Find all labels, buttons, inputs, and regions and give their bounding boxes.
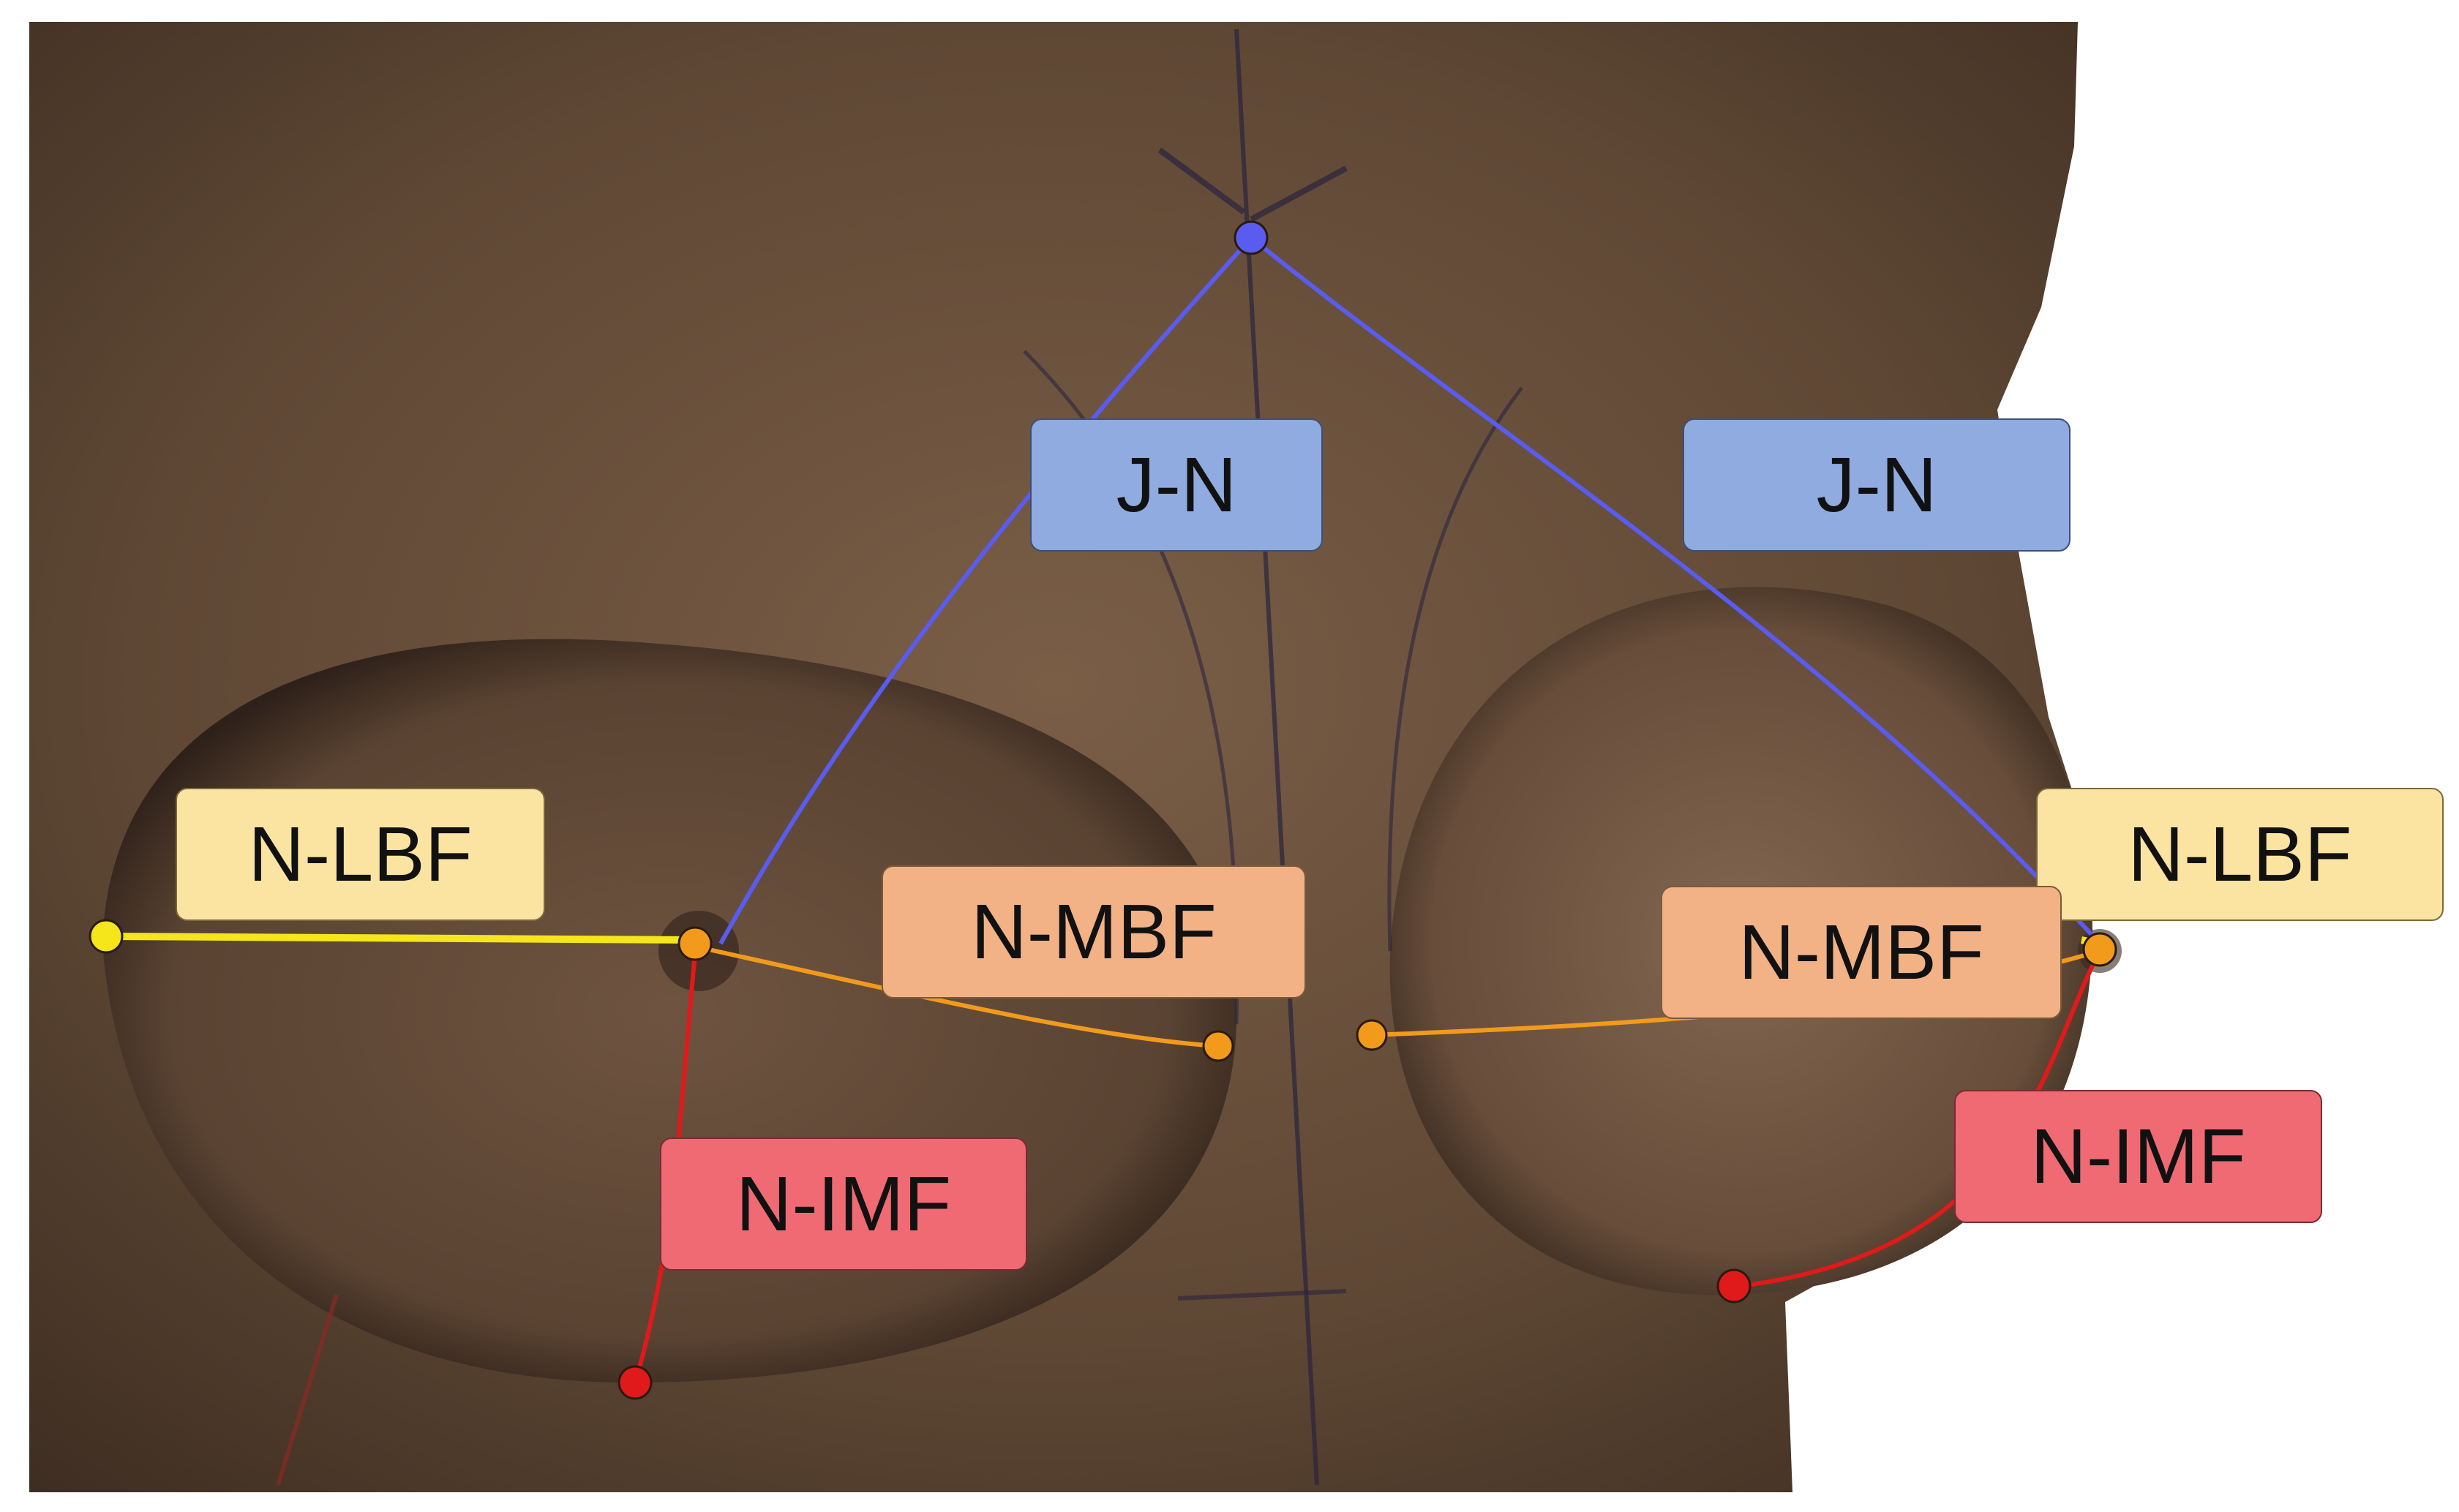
- lower-cross-marker: [1177, 1289, 1347, 1301]
- mbf-left-label: N-MBF: [882, 865, 1306, 998]
- lbf-right-label: N-LBF: [2036, 788, 2444, 921]
- mbf-left-curve: [698, 945, 1219, 1048]
- mbf-right-label: N-MBF: [1661, 886, 2062, 1019]
- right-inframammary-point: [1716, 1268, 1752, 1304]
- right-fold-marker: [1387, 386, 1523, 952]
- jn-right-curve: [1250, 236, 2102, 946]
- lbf-left-curve: [105, 933, 696, 944]
- imf-right-label: N-IMF: [1954, 1090, 2322, 1223]
- jn-right-label: J-N: [1683, 418, 2071, 552]
- jugular-cross-marker: [1157, 147, 1348, 222]
- lbf-left-label: N-LBF: [176, 788, 545, 921]
- jn-left-curve: [718, 236, 1253, 945]
- jn-left-label: J-N: [1030, 418, 1323, 552]
- imf-left-label: N-IMF: [660, 1137, 1027, 1271]
- scar-marker: [276, 1294, 339, 1486]
- left-nipple-point: [677, 926, 713, 961]
- left-breast: [102, 639, 1237, 1383]
- left-medial-point: [1202, 1030, 1234, 1062]
- midline-marker: [1234, 29, 1319, 1486]
- left-lateral-point: [89, 919, 124, 954]
- right-nipple-point: [2082, 932, 2117, 967]
- right-medial-point: [1356, 1019, 1388, 1051]
- jugular-notch-point: [1234, 220, 1269, 255]
- left-inframammary-point: [617, 1365, 653, 1400]
